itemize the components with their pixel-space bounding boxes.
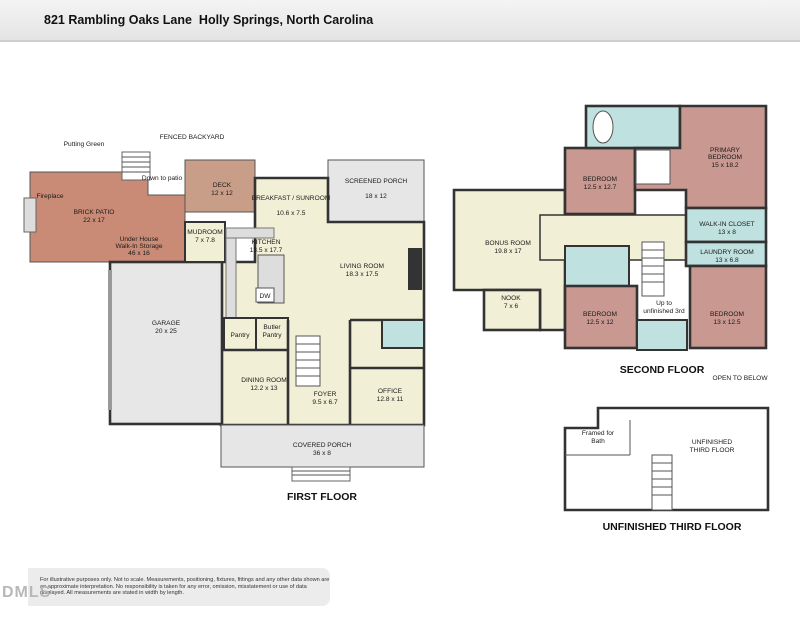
room-label: MUDROOM — [187, 229, 223, 236]
under-house-label: Under House — [120, 236, 159, 243]
room-label: GARAGE — [152, 320, 181, 327]
room-size: 10.6 x 7.5 — [277, 210, 306, 217]
room-size: 12.5 x 12.7 — [584, 184, 617, 191]
room-size: 13 x 8 — [718, 229, 736, 236]
bedroom-4-area — [688, 264, 768, 350]
room-label: DECK — [213, 182, 232, 189]
room-label: WALK-IN CLOSET — [699, 221, 754, 228]
living-fireplace — [408, 248, 422, 290]
framed-for-bath-label: Framed for — [582, 430, 615, 437]
title-bar: 821 Rambling Oaks Lane Holly Springs, No… — [0, 0, 800, 42]
framed-for-bath-label: Bath — [591, 438, 605, 445]
room-size: 36 x 8 — [313, 450, 331, 457]
room-label: NOOK — [501, 295, 521, 302]
room-label: FOYER — [314, 391, 337, 398]
disclaimer-box: For illustrative purposes only. Not to s… — [28, 568, 330, 606]
room-label: COVERED PORCH — [293, 442, 351, 449]
room-label: DINING ROOM — [241, 377, 286, 384]
unfinished-label: THIRD FLOOR — [690, 447, 735, 454]
primary-bedroom-label: PRIMARY — [710, 147, 741, 154]
pantry-label: Pantry — [230, 332, 250, 339]
up-to-third-label: Up to — [656, 300, 672, 307]
room-size: 15 x 18.2 — [711, 162, 738, 169]
room-label: OFFICE — [378, 388, 403, 395]
kitchen-counter-left — [225, 227, 237, 319]
room-label: BRICK PATIO — [74, 209, 115, 216]
second-floor-stairs — [641, 241, 665, 297]
room-size: 9.5 x 6.7 — [312, 399, 338, 406]
up-to-third-label: unfinished 3rd — [643, 308, 685, 315]
kitchen-counter-top — [225, 227, 275, 239]
room-size: 13 x 12.5 — [713, 319, 740, 326]
property-address: 821 Rambling Oaks Lane Holly Springs, No… — [44, 13, 374, 27]
room-label: LIVING ROOM — [340, 263, 384, 270]
room-size: 13.5 x 17.7 — [250, 247, 283, 254]
room-size: 12 x 12 — [211, 190, 233, 197]
room-size: 7 x 7.8 — [195, 237, 215, 244]
down-to-patio-label: Down to patio — [142, 175, 183, 182]
under-house-label: Walk-In Storage — [115, 243, 162, 250]
dw-label: DW — [260, 293, 272, 300]
open-to-below-label: OPEN TO BELOW — [712, 375, 768, 382]
outdoor-fireplace — [23, 197, 37, 233]
room-label: KITCHEN — [252, 239, 281, 246]
first-floor-title: FIRST FLOOR — [287, 491, 357, 503]
butler-pantry-label: Pantry — [262, 332, 282, 339]
room-size: 19.8 x 17 — [494, 248, 521, 255]
room-size: 18.3 x 17.5 — [346, 271, 379, 278]
room-label: BEDROOM — [710, 311, 744, 318]
third-floor-title: UNFINISHED THIRD FLOOR — [603, 521, 742, 533]
hall-bath-2-area — [636, 319, 688, 351]
second-floor-title: SECOND FLOOR — [620, 364, 705, 376]
screened-porch-area — [327, 159, 425, 223]
room-size: 12.5 x 12 — [586, 319, 613, 326]
third-floor-stairs — [651, 454, 673, 511]
room-label: BONUS ROOM — [485, 240, 531, 247]
room-label: BREAKFAST / SUNROOM — [252, 195, 331, 202]
room-size: 12.8 x 11 — [377, 396, 404, 403]
dishwasher — [255, 287, 275, 303]
room-size: 18 x 12 — [365, 193, 387, 200]
patio-stairs — [121, 151, 151, 181]
under-house-size: 46 x 16 — [128, 250, 150, 257]
powder-room — [381, 319, 425, 349]
room-size: 20 x 25 — [155, 328, 177, 335]
room-label: LAUNDRY ROOM — [700, 249, 754, 256]
nook-area — [482, 288, 542, 332]
room-size: 7 x 6 — [504, 303, 519, 310]
watermark: DMLS — [2, 584, 52, 601]
tub — [592, 110, 614, 144]
disclaimer-text: For illustrative purposes only. Not to s… — [40, 577, 330, 597]
mudroom-area — [184, 221, 226, 263]
bedroom-3-area — [563, 284, 639, 350]
garage-area — [108, 260, 224, 426]
room-size: 13 x 6.8 — [715, 257, 739, 264]
shower — [635, 149, 671, 185]
room-label: BEDROOM — [583, 311, 617, 318]
primary-bedroom-label: BEDROOM — [708, 154, 742, 161]
hall-bath-area — [564, 245, 630, 287]
butler-pantry-label: Butler — [263, 324, 281, 331]
room-label: BEDROOM — [583, 176, 617, 183]
front-steps — [291, 466, 351, 482]
unfinished-label: UNFINISHED — [692, 439, 733, 446]
fireplace-label: Fireplace — [36, 193, 63, 200]
room-label: SCREENED PORCH — [345, 178, 408, 185]
covered-porch-area — [220, 424, 425, 468]
room-size: 12.2 x 13 — [250, 385, 277, 392]
putting-green-label: Putting Green — [64, 141, 105, 148]
room-size: 22 x 17 — [83, 217, 105, 224]
first-floor-stairs — [295, 335, 321, 387]
fenced-backyard-label: FENCED BACKYARD — [160, 134, 225, 141]
